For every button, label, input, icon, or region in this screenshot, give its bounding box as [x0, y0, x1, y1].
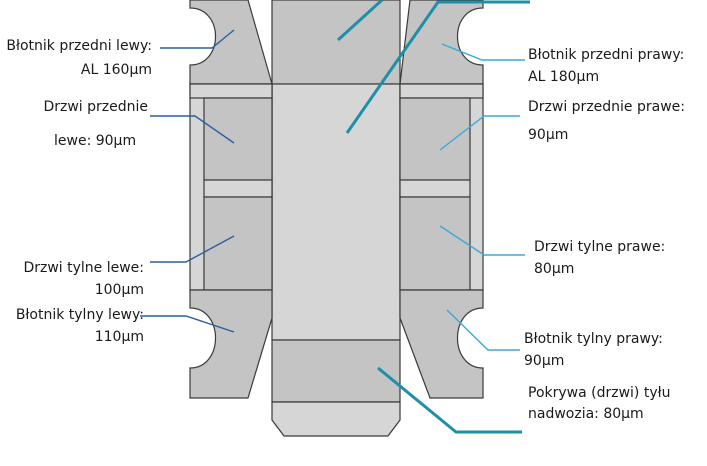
front-left-door-label-line2-wrap: lewe: 90µm [54, 132, 136, 150]
leader-front-right-fender [441, 43, 525, 61]
rear-left-fender-label-line1: Błotnik tylny lewy: [15, 307, 144, 323]
rear-left-fender-label: Błotnik tylny lewy: 110µm [0, 306, 144, 346]
rear-left-fender-label-line2: 110µm [94, 329, 144, 345]
front-right-fender-panel [399, 0, 484, 85]
front-left-fender-panel [189, 0, 273, 85]
leader-rear-left-fender [140, 315, 235, 333]
trunk-lid-label: Pokrywa (drzwi) tyłu nadwozia: 80µm [528, 384, 670, 423]
trunk-lid-label-line2: nadwozia: 80µm [528, 406, 644, 422]
front-right-door-label-line2: 90µm [528, 127, 569, 143]
rear-right-door-label-line2: 80µm [534, 261, 575, 277]
rear-left-door-panel [203, 196, 273, 291]
leader-front-left-door [150, 115, 235, 144]
rear-right-fender-label-line1: Błotnik tylny prawy: [524, 331, 663, 347]
rear-left-fender-panel [189, 289, 273, 399]
rear-left-door-label: Drzwi tylne lewe: 100µm [0, 259, 144, 299]
leader-rear-right-fender [446, 309, 520, 351]
rear-right-fender-panel [399, 289, 484, 399]
front-left-door-label: Drzwi przednie [0, 98, 148, 116]
front-right-door-label: Drzwi przednie prawe: 90µm [528, 98, 685, 144]
trunk-lid-panel [271, 339, 401, 403]
front-left-fender-label-line2: AL 160µm [80, 62, 152, 78]
front-right-door-panel [399, 97, 471, 181]
front-left-door-label-line2: lewe: 90µm [54, 133, 137, 149]
right-front-pillar-strip [399, 83, 484, 99]
front-right-fender-label: Błotnik przedni prawy: AL 180µm [528, 46, 684, 86]
leader-front-left-fender [160, 29, 235, 49]
front-right-fender-label-line2: AL 180µm [528, 69, 600, 85]
front-right-door-label-line1: Drzwi przednie prawe: [528, 99, 685, 115]
rear-right-fender-label: Błotnik tylny prawy: 90µm [524, 330, 663, 370]
roof-panel [271, 83, 401, 341]
leader-rear-left-door [150, 235, 235, 263]
leader-hood [336, 0, 384, 42]
rear-left-door-label-line2: 100µm [94, 282, 144, 298]
leader-rear-right-door [439, 225, 525, 256]
right-b-pillar-strip [399, 179, 471, 198]
leader-trunk-lid [377, 366, 522, 434]
left-b-pillar-strip [203, 179, 273, 198]
leader-roof [345, 0, 530, 134]
hood-panel [271, 0, 401, 85]
rear-right-door-label: Drzwi tylne prawe: 80µm [534, 238, 665, 278]
front-left-fender-label-line1: Błotnik przedni lewy: [6, 38, 152, 54]
left-front-pillar-strip [189, 83, 273, 99]
rear-right-door-label-line1: Drzwi tylne prawe: [534, 239, 666, 255]
leader-front-right-door [439, 115, 520, 151]
front-left-door-panel [203, 97, 273, 181]
rear-right-door-panel [399, 196, 471, 291]
front-right-fender-label-line1: Błotnik przedni prawy: [528, 47, 685, 63]
rear-bumper [271, 401, 401, 437]
front-left-fender-label: Błotnik przedni lewy: AL 160µm [0, 37, 152, 79]
front-left-door-label-line1: Drzwi przednie [43, 99, 148, 115]
rear-left-door-label-line1: Drzwi tylne lewe: [23, 260, 144, 276]
trunk-lid-label-line1: Pokrywa (drzwi) tyłu [528, 385, 671, 401]
rear-right-fender-label-line2: 90µm [524, 353, 565, 369]
